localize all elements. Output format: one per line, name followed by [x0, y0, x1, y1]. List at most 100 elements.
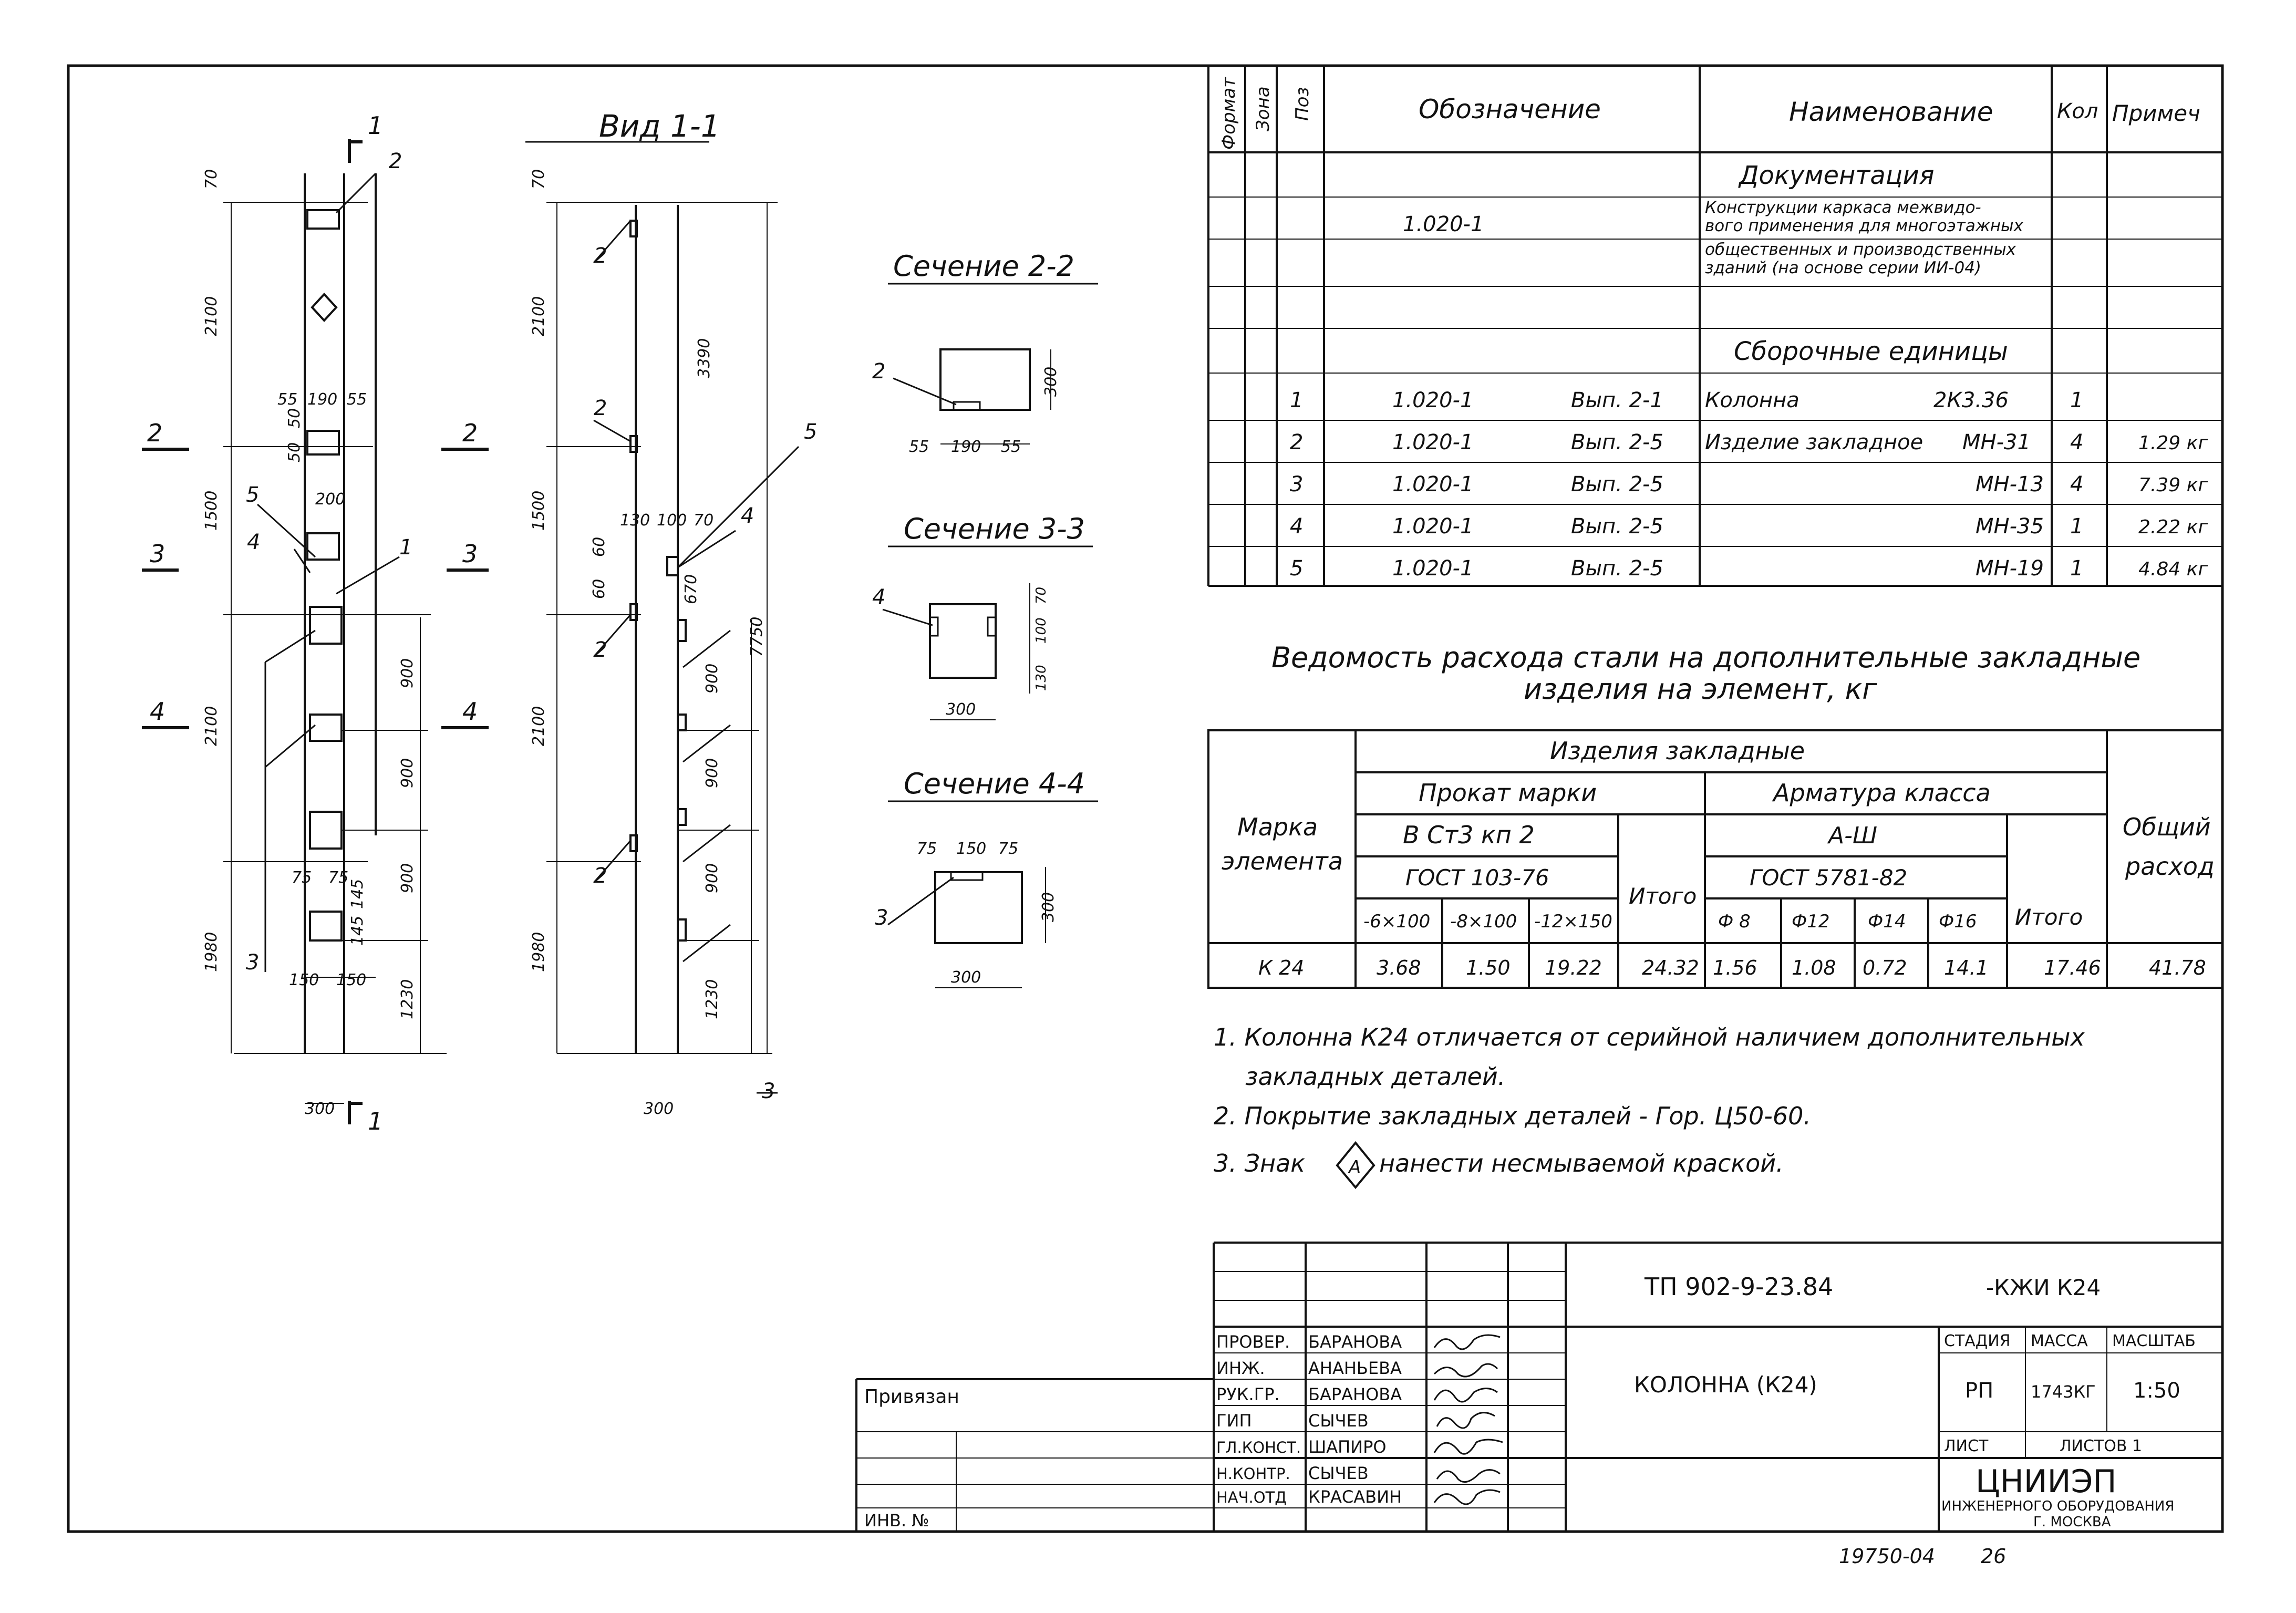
svg-text:Ф 8: Ф 8 [1718, 911, 1751, 932]
svg-text:4: 4 [2070, 472, 2083, 497]
notes: 1. Колонна К24 отличается от серийной на… [1214, 1023, 2085, 1190]
spec-row: 1 1.020-1 Вып. 2-1 Колонна 2К3.36 1 [1290, 388, 2083, 412]
svg-text:2: 2 [594, 638, 607, 662]
svg-text:900: 900 [398, 863, 417, 893]
svg-text:Ведомость расхода стали на доп: Ведомость расхода стали на дополнительны… [1271, 641, 2140, 674]
svg-text:1980: 1980 [530, 932, 548, 972]
spec-rows: 1 1.020-1 Вып. 2-1 Колонна 2К3.36 1 2 1.… [1290, 388, 2208, 581]
svg-text:ПРОВЕР.: ПРОВЕР. [1216, 1332, 1290, 1352]
mark-sign-icon [1336, 1141, 1375, 1190]
svg-text:Итого: Итого [2015, 904, 2083, 930]
svg-text:Ф12: Ф12 [1792, 911, 1830, 932]
steel-headers: Изделия закладные Прокат марки Арматура … [1222, 737, 2215, 932]
svg-text:Формат: Формат [1218, 77, 1239, 150]
section-4-4: Сечение 4-4 3 75 150 75 300 300 [875, 767, 1098, 988]
svg-text:7.39 кг: 7.39 кг [2138, 474, 2208, 496]
svg-text:1.08: 1.08 [1792, 956, 1836, 979]
svg-text:2100: 2100 [530, 706, 548, 746]
svg-text:РП: РП [1965, 1379, 1993, 1403]
svg-text:5: 5 [1290, 556, 1303, 581]
svg-text:общественных и производственны: общественных и производственных [1705, 240, 2016, 259]
svg-text:ЛИСТОВ 1: ЛИСТОВ 1 [2060, 1437, 2142, 1455]
svg-text:МАССА: МАССА [2031, 1332, 2088, 1350]
svg-text:55: 55 [909, 438, 929, 456]
svg-text:Вып. 2-5: Вып. 2-5 [1571, 556, 1663, 581]
svg-text:1.020-1: 1.020-1 [1403, 212, 1484, 236]
svg-text:Вып. 2-5: Вып. 2-5 [1571, 430, 1663, 454]
svg-text:расход: расход [2125, 852, 2215, 881]
svg-text:ИНЖ.: ИНЖ. [1216, 1358, 1265, 1378]
svg-text:1: 1 [399, 535, 412, 560]
spec-row: 2 1.020-1 Вып. 2-5 Изделие закладное МН-… [1290, 430, 2208, 454]
svg-text:1.020-1: 1.020-1 [1392, 556, 1473, 581]
svg-text:19.22: 19.22 [1545, 956, 1602, 979]
svg-text:А-Ш: А-Ш [1827, 822, 1877, 849]
drawing-title: КОЛОННА (К24) [1634, 1372, 1817, 1398]
svg-text:130: 130 [620, 511, 650, 530]
svg-text:670: 670 [682, 574, 700, 604]
svg-text:14.1: 14.1 [1944, 956, 1989, 979]
svg-text:900: 900 [398, 658, 417, 688]
svg-text:Вып. 2-5: Вып. 2-5 [1571, 472, 1663, 497]
svg-text:АНАНЬЕВА: АНАНЬЕВА [1308, 1358, 1402, 1378]
svg-text:1.020-1: 1.020-1 [1392, 472, 1473, 497]
elevation-dims: 70 2100 1500 2100 1980 55 190 55 50 50 2… [202, 169, 417, 1118]
cut-mark-3-left: 3 [150, 540, 165, 568]
cut-mark-4-right: 4 [462, 697, 478, 726]
svg-text:200: 200 [315, 490, 345, 509]
svg-text:5: 5 [246, 483, 259, 507]
svg-text:2: 2 [1290, 430, 1303, 454]
svg-text:СЫЧЕВ: СЫЧЕВ [1308, 1411, 1369, 1431]
svg-text:1:50: 1:50 [2133, 1379, 2180, 1403]
svg-text:2100: 2100 [202, 296, 221, 336]
svg-text:2: 2 [872, 359, 885, 384]
svg-text:Вып. 2-1: Вып. 2-1 [1571, 388, 1663, 412]
svg-text:1743КГ: 1743КГ [2031, 1382, 2096, 1402]
svg-text:190: 190 [951, 438, 981, 456]
svg-text:Арматура класса: Арматура класса [1772, 779, 1991, 807]
view-1-1-title: Вид 1-1 [599, 108, 720, 144]
svg-text:150: 150 [956, 840, 986, 858]
svg-text:ГОСТ 103-76: ГОСТ 103-76 [1405, 865, 1549, 891]
svg-text:СТАДИЯ: СТАДИЯ [1944, 1332, 2011, 1350]
svg-text:МАСШТАБ: МАСШТАБ [2112, 1332, 2196, 1350]
svg-text:900: 900 [703, 664, 721, 694]
svg-text:55: 55 [277, 390, 297, 409]
svg-text:Итого: Итого [1629, 883, 1697, 909]
svg-text:КРАСАВИН: КРАСАВИН [1308, 1487, 1402, 1507]
svg-text:2100: 2100 [202, 706, 221, 746]
svg-text:17.46: 17.46 [2044, 956, 2101, 979]
svg-text:4: 4 [872, 585, 885, 609]
svg-text:1230: 1230 [703, 979, 721, 1019]
svg-text:70: 70 [1033, 587, 1049, 604]
svg-text:26: 26 [1981, 1545, 2006, 1568]
svg-text:изделия на элемент, кг: изделия на элемент, кг [1524, 673, 1877, 706]
svg-text:75: 75 [917, 840, 937, 858]
svg-text:Н.КОНТР.: Н.КОНТР. [1216, 1465, 1290, 1483]
svg-text:41.78: 41.78 [2149, 956, 2206, 979]
svg-text:70: 70 [530, 169, 548, 189]
svg-text:Сечение 3-3: Сечение 3-3 [904, 512, 1085, 545]
svg-text:ИНЖЕНЕРНОГО ОБОРУДОВАНИЯ: ИНЖЕНЕРНОГО ОБОРУДОВАНИЯ [1941, 1498, 2174, 1514]
svg-text:ГЛ.КОНСТ.: ГЛ.КОНСТ. [1216, 1439, 1301, 1456]
svg-text:60: 60 [590, 537, 608, 557]
footer: 19750-04 26 [1839, 1545, 2006, 1568]
svg-text:300: 300 [1042, 367, 1060, 397]
svg-text:3.68: 3.68 [1377, 956, 1421, 979]
title-block-text: ТП 902-9-23.84 -КЖИ К24 КОЛОННА (К24) Пр… [864, 1273, 2196, 1531]
svg-text:2: 2 [594, 244, 607, 268]
view-1-1 [525, 141, 800, 1094]
svg-text:1.56: 1.56 [1713, 956, 1757, 979]
steel-title: Ведомость расхода стали на дополнительны… [1271, 641, 2140, 706]
svg-text:Вып. 2-5: Вып. 2-5 [1571, 514, 1663, 539]
svg-text:50: 50 [285, 408, 304, 428]
svg-text:100: 100 [657, 511, 687, 530]
svg-text:-8×100: -8×100 [1450, 911, 1517, 932]
svg-text:4: 4 [247, 530, 260, 554]
svg-text:1: 1 [2070, 388, 2083, 412]
svg-text:Конструкции каркаса межвидо-: Конструкции каркаса межвидо- [1705, 198, 1981, 217]
svg-text:3. Знак: 3. Знак [1214, 1149, 1305, 1177]
svg-text:300: 300 [305, 1100, 335, 1118]
svg-text:75: 75 [292, 868, 312, 887]
